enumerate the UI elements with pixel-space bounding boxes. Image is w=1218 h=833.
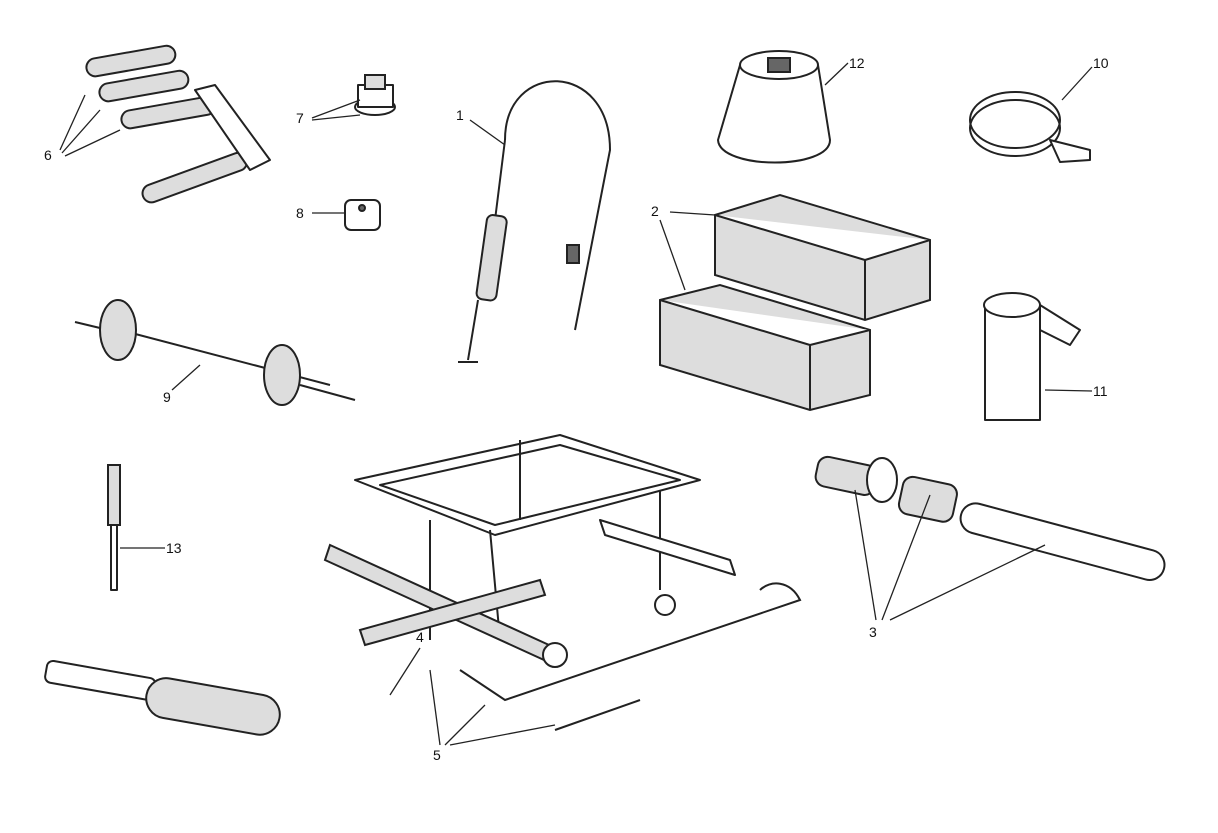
label-5: 5 <box>433 747 441 763</box>
part-5-stand <box>323 434 802 731</box>
part-8-sleeve <box>344 199 381 231</box>
label-2: 2 <box>651 203 659 219</box>
label-13: 13 <box>166 540 182 556</box>
label-11: 11 <box>1093 383 1108 399</box>
part-7-adapter <box>354 74 396 116</box>
label-6: 6 <box>44 147 52 163</box>
label-7: 7 <box>296 110 304 126</box>
part-12-socket <box>717 50 831 164</box>
part-13-adapter <box>107 464 121 591</box>
part-10-ring-wrench <box>969 91 1091 163</box>
label-1: 1 <box>456 107 464 123</box>
label-10: 10 <box>1093 55 1109 71</box>
label-3: 3 <box>869 624 877 640</box>
part-4-drift <box>44 659 281 736</box>
part-1-tester <box>458 80 612 363</box>
part-3-drift-set <box>814 455 1166 581</box>
part-9-puller <box>74 299 356 406</box>
part-2-blocks <box>659 193 931 412</box>
label-9: 9 <box>163 389 171 405</box>
leader-lines <box>59 62 1093 746</box>
part-11-socket-tool <box>983 292 1081 421</box>
label-4: 4 <box>416 629 424 645</box>
part-6-pins <box>85 44 271 204</box>
label-8: 8 <box>296 205 304 221</box>
label-12: 12 <box>849 55 865 71</box>
